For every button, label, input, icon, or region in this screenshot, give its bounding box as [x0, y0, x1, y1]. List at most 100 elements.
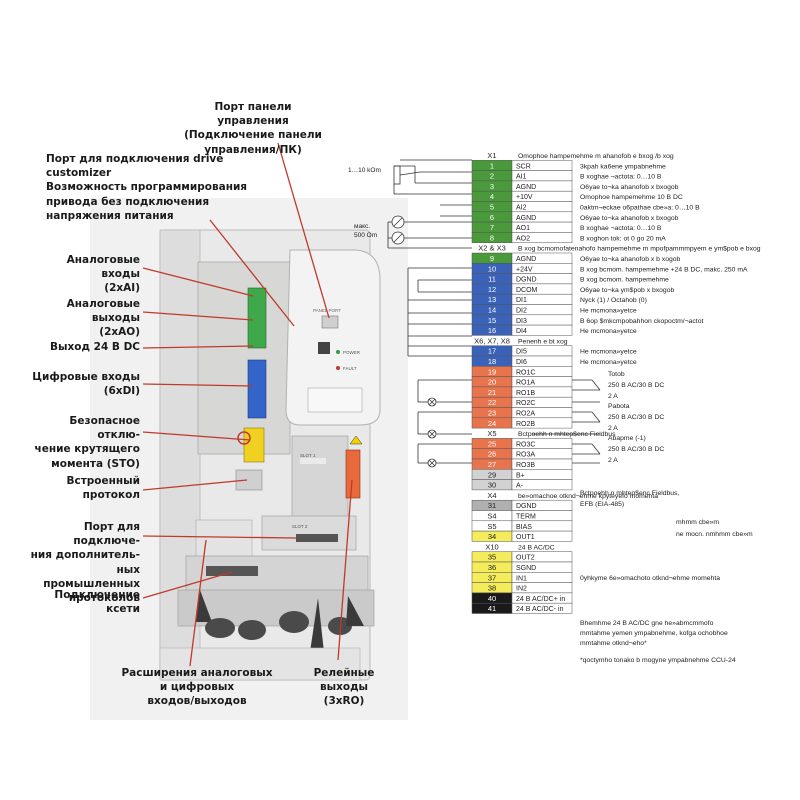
- terminal-name: OUT2: [516, 555, 535, 562]
- terminal-number: 6: [490, 213, 494, 222]
- terminal-group-title: Penenh e bt xog: [518, 338, 568, 345]
- callout-builtin-protocol: Встроенный протокол: [66, 475, 140, 502]
- terminal-name-cell: [511, 530, 573, 542]
- terminal-name: SCR: [516, 163, 531, 170]
- terminal-number: 38: [488, 584, 496, 593]
- control-panel-cover[interactable]: [285, 249, 381, 426]
- terminal-number: 2: [490, 172, 494, 181]
- terminal-name: DGND: [516, 277, 537, 284]
- terminal-number: 23: [488, 409, 496, 418]
- terminal-name: DGND: [516, 503, 537, 510]
- terminal-number: 24: [488, 419, 496, 428]
- relay-note-current: 2 A: [608, 457, 618, 464]
- terminal-number: 10: [488, 264, 496, 273]
- terminal-group-label: X10: [485, 542, 498, 551]
- relay-note-title: Totob: [608, 371, 625, 378]
- terminal-number: 26: [488, 450, 496, 459]
- terminal-number: 15: [488, 316, 496, 325]
- terminal-description: He mcmona»yetce: [580, 359, 637, 366]
- sto-note: 0yhkyme 6e»omachoto otknd¬ehme momehta: [580, 575, 720, 582]
- slot2-label: SLOT 2: [292, 524, 308, 529]
- terminal-description: Nyck (1) / Octahob (0): [580, 297, 647, 304]
- terminal-number: 36: [488, 563, 496, 572]
- terminal-number: 11: [488, 275, 496, 284]
- terminal-number: 41: [488, 604, 496, 613]
- terminal-number: 17: [488, 347, 496, 356]
- terminal-number: 4: [490, 192, 494, 201]
- terminal-name: RO2C: [516, 400, 535, 407]
- status-led-block: [318, 342, 330, 354]
- terminal-name: DI1: [516, 297, 527, 304]
- terminal-name: BIAS: [516, 524, 532, 531]
- terminal-name: +24V: [516, 266, 533, 273]
- analog-terminal-block[interactable]: [247, 287, 267, 349]
- terminal-number: 3: [490, 182, 494, 191]
- relay-note-title: Pabota: [608, 403, 630, 410]
- terminal-description: B xog bcmom. hampemehme +24 B DC, makc. …: [580, 266, 748, 273]
- warning-triangle-icon: [349, 435, 363, 445]
- relay-terminal-block[interactable]: [345, 449, 361, 499]
- terminal-name: DI4: [516, 328, 527, 335]
- terminal-number: 20: [488, 378, 496, 387]
- fault-led: [336, 366, 340, 370]
- terminal-number: 27: [488, 460, 496, 469]
- terminal-name: A-: [516, 483, 524, 490]
- sto-terminal-block[interactable]: [243, 427, 265, 463]
- term-note: mhmm cbe»m: [676, 519, 719, 526]
- panel-port-socket[interactable]: [321, 315, 339, 329]
- callout-io-ext: Расширения аналоговых и цифровых входов/…: [121, 667, 273, 708]
- terminal-description: He mcmona»yetce: [580, 328, 637, 335]
- terminal-number: 34: [488, 532, 496, 541]
- terminal-name: AGND: [516, 184, 536, 191]
- terminal-description: He mcmona»yetce: [580, 349, 637, 356]
- terminal-name: RO1C: [516, 369, 535, 376]
- terminal-group-label: X2 & X3: [478, 244, 506, 253]
- terminal-name: DI2: [516, 308, 527, 315]
- terminal-description: B xoghae ¬actota: 0…10 B: [580, 174, 662, 181]
- relay-note-rating: 250 B AC/30 B DC: [608, 382, 664, 389]
- terminal-name: B+: [516, 472, 525, 479]
- terminal-name: IN1: [516, 575, 527, 582]
- terminal-name: RO3C: [516, 441, 535, 448]
- io-ext-bay: [195, 519, 253, 561]
- terminal-number: 12: [488, 285, 496, 294]
- terminal-description: B xog bcmom. hampemehme: [580, 277, 669, 284]
- terminal-name-cell: [511, 232, 573, 243]
- relay-note-current: 2 A: [608, 393, 618, 400]
- terminal-group-label: X6, X7, X8: [474, 336, 510, 345]
- callout-output-24v: Выход 24 В DC: [50, 341, 140, 353]
- terminal-name: AI2: [516, 205, 527, 212]
- terminal-number: 21: [488, 388, 496, 397]
- mains-terminals[interactable]: [206, 566, 258, 576]
- terminal-name: DI3: [516, 318, 527, 325]
- terminal-description: 3kpah ka6ene ympabnehme: [580, 163, 666, 170]
- rs485-terminal[interactable]: [235, 469, 263, 491]
- terminal-group-title: B xog bcmomofatenahofo hampemehme m mpof…: [518, 246, 761, 253]
- slot2-connector: [296, 534, 338, 542]
- pot-label: 1…10 kOm: [348, 167, 381, 174]
- fault-led-label: FAULT: [343, 366, 357, 371]
- terminal-description: B xoghae ¬actota: 0…10 B: [580, 225, 662, 232]
- terminal-description: O6yae to¬ka ahanofob x b xogob: [580, 256, 681, 263]
- callout-relay-outputs: Релейные выходы (3xRO): [313, 667, 375, 708]
- terminal-name: RO1B: [516, 390, 535, 397]
- terminal-number: 19: [488, 367, 496, 376]
- terminal-name: SGND: [516, 565, 536, 572]
- callout-panel-port: Порт панели управления (Подключение пане…: [184, 101, 322, 156]
- terminal-name-cell: [511, 479, 573, 491]
- terminal-number: 22: [488, 398, 496, 407]
- fieldbus-note: Bctpoehh n mhtep$enc Fieldbus,EFB (EIA-4…: [580, 490, 679, 508]
- bias-note: ne mocn. nmhmm cbe»m: [676, 531, 753, 538]
- terminal-number: 14: [488, 306, 496, 315]
- terminal-number: S4: [487, 512, 496, 521]
- callout-analog-outputs: Аналоговые выходы (2xAO): [66, 298, 140, 339]
- terminal-number: 29: [488, 470, 496, 479]
- digital-terminal-block[interactable]: [247, 359, 267, 419]
- terminal-description: B xoghon tok: ot 0 go 20 mA: [580, 235, 666, 242]
- terminal-name: DI6: [516, 359, 527, 366]
- terminal-description: B 6op $mkcmpobahhon ckopoctm/¬actot: [580, 318, 703, 325]
- slot2-bay[interactable]: [261, 515, 357, 551]
- relay-note-title: Abapme (-1): [608, 435, 646, 442]
